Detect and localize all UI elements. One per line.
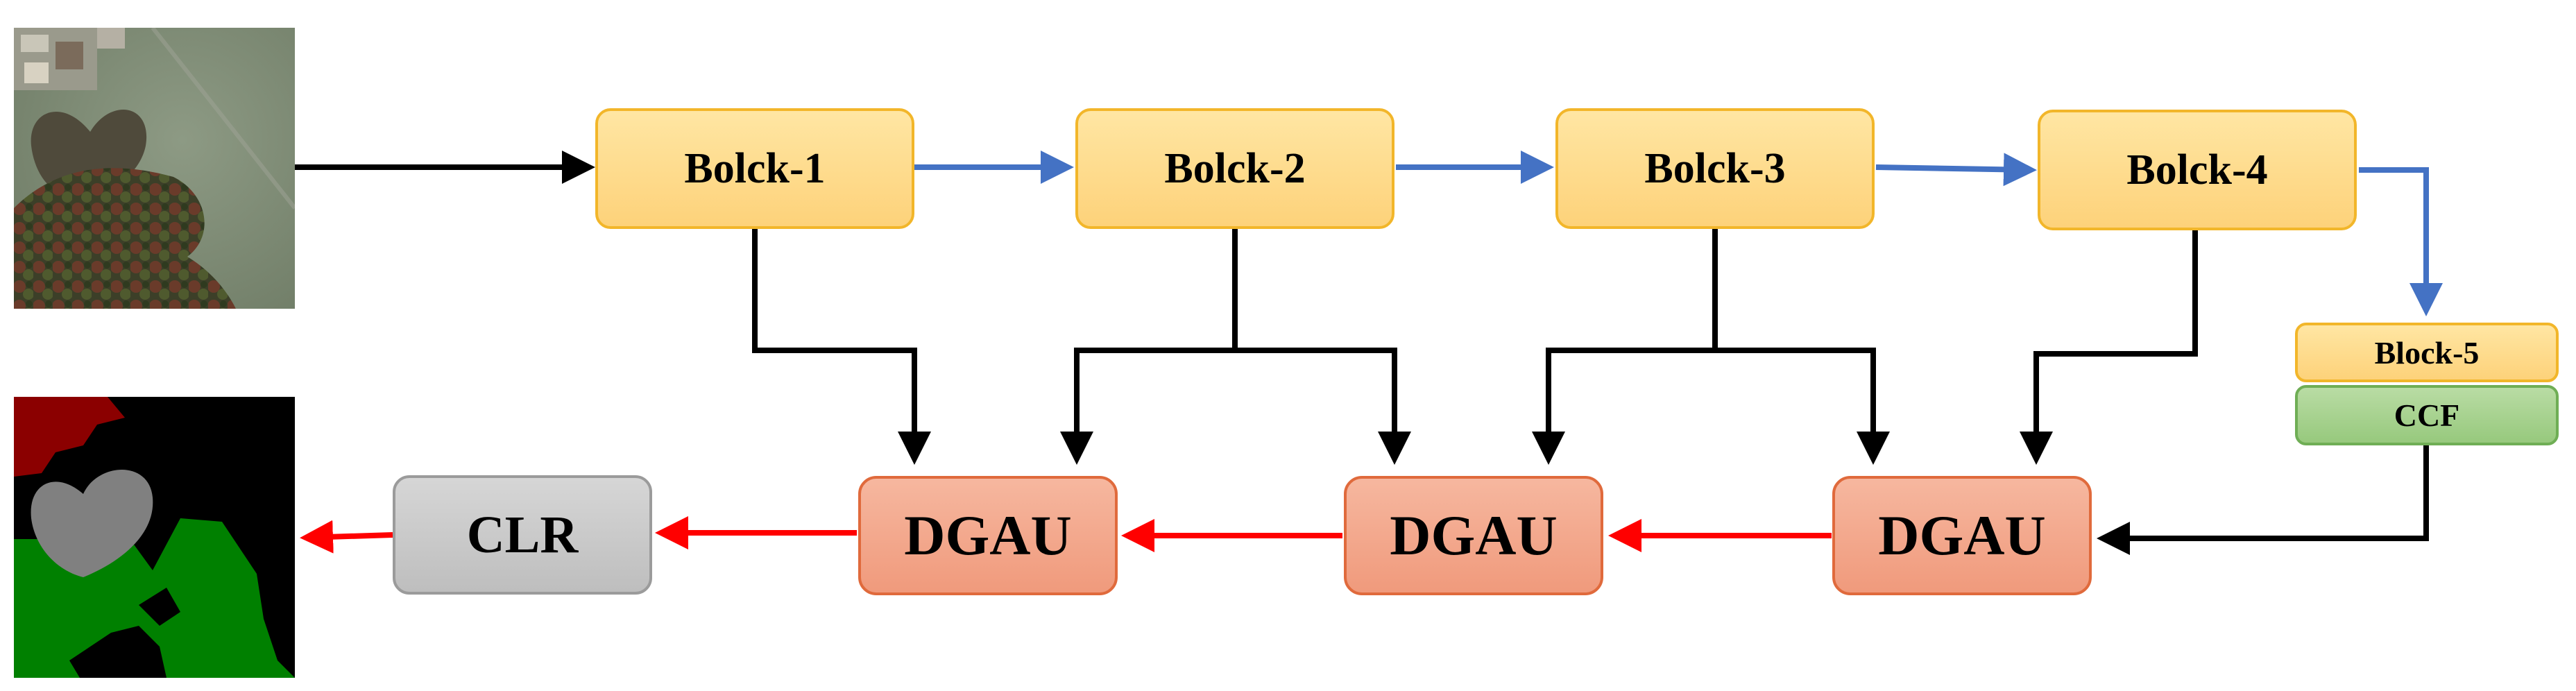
ccf-to-dgau3-arrow [2097, 445, 2429, 555]
ccf-module: CCF [2295, 385, 2559, 445]
input-image [14, 28, 295, 309]
encoder-block-3: Bolck-3 [1555, 108, 1875, 229]
aerial-satellite-image-icon [14, 28, 295, 309]
segmentation-map-icon [14, 397, 295, 678]
block2-to-dgau1-arrow [1060, 229, 1238, 465]
dgau-unit-3: DGAU [1832, 476, 2092, 595]
block4-to-dgau3-arrow [2020, 229, 2198, 465]
dgau-unit-1: DGAU [858, 476, 1118, 595]
encoder-block-4: Bolck-4 [2038, 110, 2357, 230]
output-segmentation-map [14, 397, 295, 678]
encoder-block-2: Bolck-2 [1075, 108, 1394, 229]
block2-to-dgau2-arrow [1235, 348, 1411, 465]
block4-to-block5-arrow [2359, 167, 2443, 316]
encoder-block-1: Bolck-1 [595, 108, 914, 229]
encoder-block-5: Block-5 [2295, 323, 2559, 382]
block3-to-dgau2-arrow [1532, 229, 1718, 465]
dgau-unit-2: DGAU [1344, 476, 1603, 595]
block3-to-block4-arrow [1875, 153, 2037, 187]
block3-to-dgau3-arrow [1715, 348, 1890, 465]
block1-to-dgau1-arrow [752, 229, 931, 465]
clr-module: CLR [393, 475, 652, 595]
clr-to-output-arrow [300, 520, 393, 554]
